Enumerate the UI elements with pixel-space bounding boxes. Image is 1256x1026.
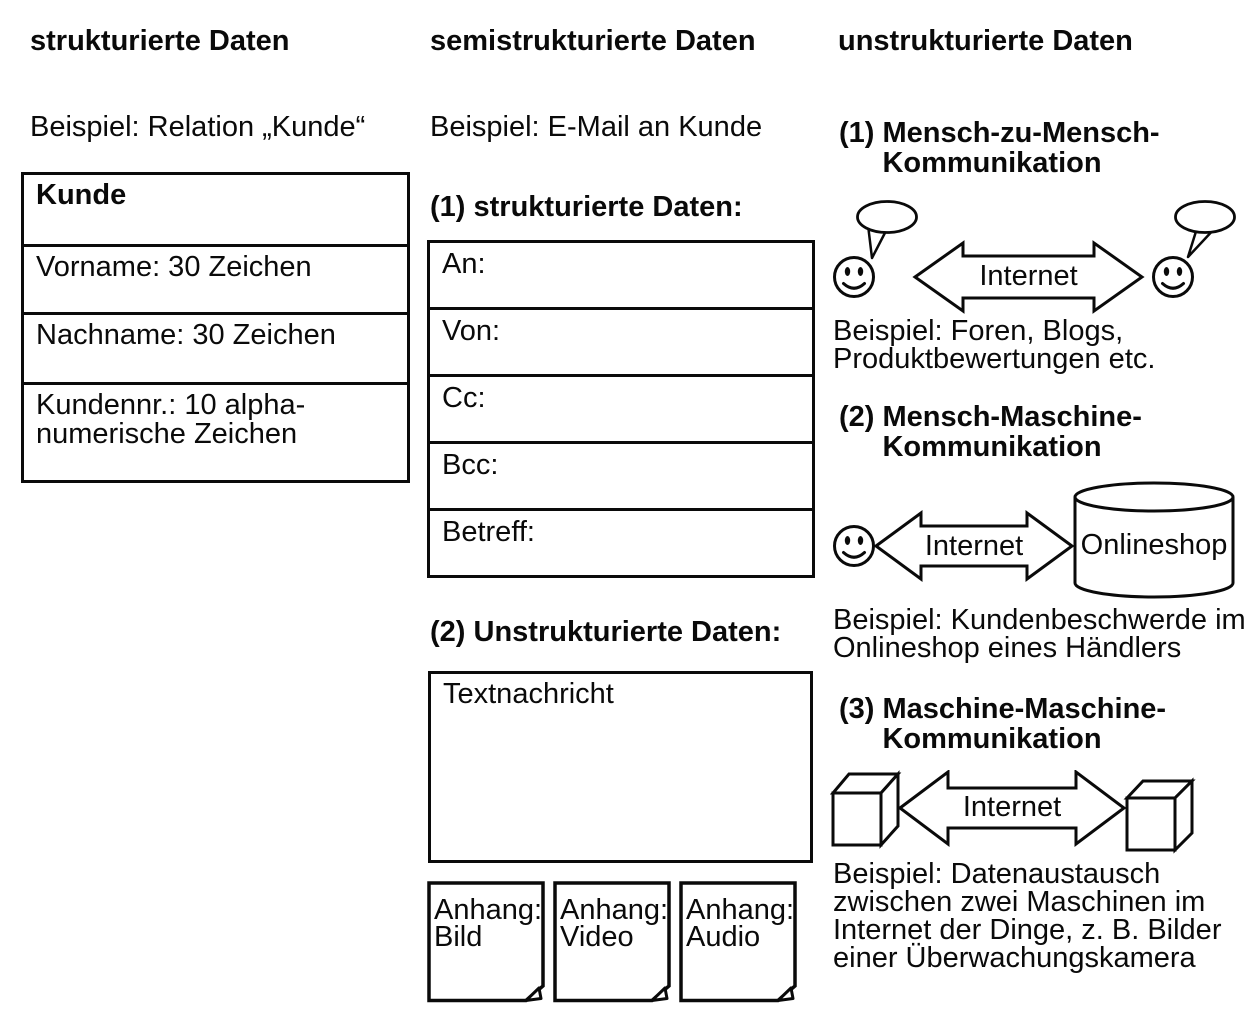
email-field-von: Von: [430, 307, 812, 374]
column-title-semistructured: semistrukturierte Daten [430, 25, 756, 57]
example-caption-machine-to-machine: Beispiel: Datenaustausch zwischen zwei M… [833, 858, 1222, 974]
table-row: Kundennr.: 10 alpha- numerische Zeichen [24, 382, 407, 480]
human-to-machine-graphic [833, 481, 1235, 599]
database-cylinder-icon [1073, 481, 1235, 599]
machine-to-machine-graphic [830, 770, 1196, 854]
section-heading-text: Mensch-Maschine- Kommunikation [882, 401, 1142, 463]
column-title-unstructured: unstrukturierte Daten [838, 25, 1133, 57]
email-field-bcc: Bcc: [430, 441, 812, 508]
onlineshop-node-label: Onlineshop [1080, 529, 1228, 561]
attachment-label: Anhang: Video [560, 894, 669, 953]
internet-arrow-label: Internet [979, 260, 1078, 292]
email-structured-part-label: (1) strukturierte Daten: [430, 191, 743, 223]
internet-arrow-icon [897, 770, 1127, 847]
email-field-cc: Cc: [430, 374, 812, 441]
internet-arrow-icon [912, 240, 1145, 314]
section-number: (3) [839, 693, 875, 725]
section-heading-text: Maschine-Maschine- Kommunikation [882, 693, 1167, 755]
attachment-label: Anhang: Bild [434, 894, 543, 953]
attachment-note-video: Anhang: Video [553, 881, 671, 1003]
human-to-human-graphic [833, 200, 1236, 314]
attachment-label: Anhang: Audio [686, 894, 795, 953]
machine-cube-icon [830, 770, 902, 849]
table-row: Vorname: 30 Zeichen [24, 244, 407, 312]
attachment-note-audio: Anhang: Audio [679, 881, 797, 1003]
attachment-note-icon [427, 881, 545, 1003]
attachment-note-icon [679, 881, 797, 1003]
structured-example-caption: Beispiel: Relation „Kunde“ [30, 111, 366, 143]
example-caption-human-to-human: Beispiel: Foren, Blogs, Produktbewertung… [833, 315, 1156, 375]
message-body-text: Textnachricht [443, 678, 614, 710]
semistructured-example-caption: Beispiel: E-Mail an Kunde [430, 111, 763, 143]
section-number: (2) [839, 401, 875, 433]
smiley-face-icon [833, 525, 875, 567]
email-field-betreff: Betreff: [430, 508, 812, 575]
email-header-table: An: Von: Cc: Bcc: Betreff: [427, 240, 815, 578]
section-heading-text: Mensch-zu-Mensch- Kommunikation [882, 117, 1160, 179]
message-body-box: Textnachricht [428, 671, 813, 863]
kunde-table-header: Kunde [36, 179, 127, 211]
attachment-note-icon [553, 881, 671, 1003]
email-field-an: An: [442, 248, 486, 280]
speech-bubble-icon [1174, 200, 1236, 259]
kunde-relation-table: Kunde Vorname: 30 Zeichen Nachname: 30 Z… [21, 172, 410, 483]
smiley-face-icon [1152, 256, 1194, 298]
example-caption-human-to-machine: Beispiel: Kundenbeschwerde im Onlineshop… [833, 604, 1246, 664]
section-heading-maschine-maschine: (3) Maschine-Maschine- Kommunikation [839, 694, 1166, 754]
column-title-structured: strukturierte Daten [30, 25, 290, 57]
email-unstructured-part-label: (2) Unstrukturierte Daten: [430, 616, 782, 648]
machine-cube-icon [1123, 777, 1196, 854]
internet-arrow-label: Internet [924, 530, 1024, 562]
attachment-note-bild: Anhang: Bild [427, 881, 545, 1003]
section-heading-mensch-zu-mensch: (1) Mensch-zu-Mensch- Kommunikation [839, 118, 1160, 178]
speech-bubble-icon [856, 200, 918, 260]
smiley-face-icon [833, 256, 875, 298]
internet-arrow-label: Internet [962, 791, 1062, 823]
internet-arrow-icon [873, 510, 1075, 582]
section-heading-mensch-maschine: (2) Mensch-Maschine- Kommunikation [839, 402, 1142, 462]
section-number: (1) [839, 117, 875, 149]
table-row: Nachname: 30 Zeichen [24, 312, 407, 382]
